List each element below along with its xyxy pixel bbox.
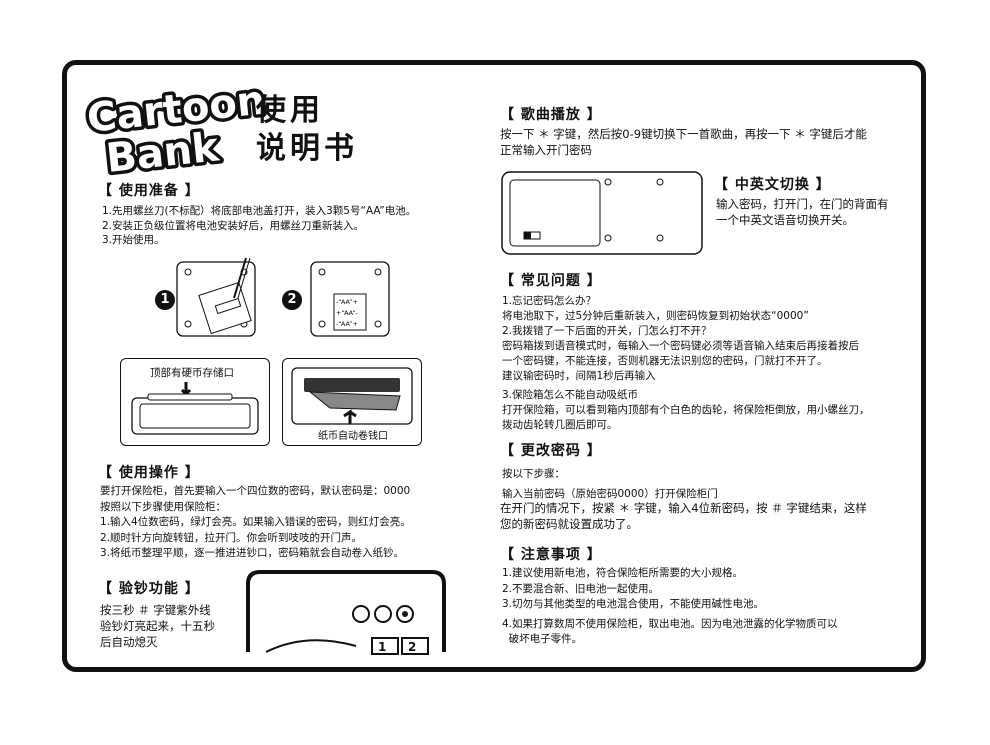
notice-line: 破坏电子零件。 [502,633,583,645]
verify-text: 按三秒 ＃ 字键紫外线 验钞灯亮起来，十五秒 后自动熄灭 [100,602,215,650]
coin-storage-illustration [131,382,259,435]
song-heading: 【 歌曲播放 】 [500,107,602,123]
change-line: 输入当前密码（原始密码0000）打开保险柜门 [502,488,718,500]
verify-line: 按三秒 ＃ 字键紫外线 [100,603,211,617]
notice-line: 4.如果打算数周不使用保险柜，取出电池。因为电池泄露的化学物质可以 [502,617,838,630]
song-line: 正常输入开门密码 [500,143,592,157]
faq-line: 1.忘记密码怎么办？ [502,295,597,307]
verify-line: 后自动熄灭 [100,635,158,649]
faq-text: 1.忘记密码怎么办？ 将电池取下，过5分钟后重新装入，则密码恢复到初始状态“00… [502,294,859,384]
battery-cover-illustration [176,257,256,337]
step-one-badge: 1 [155,290,175,310]
notice-line: 2.不要混合新、旧电池一起使用。 [502,582,660,595]
operate-heading: 【 使用操作 】 [98,465,200,481]
battery-labels: -“AA”+ +“AA”- -“AA”+ [336,297,358,330]
operate-line: 1.输入4位数密码，绿灯会亮。如果输入错误的密码，则红灯会亮。 [100,516,411,528]
keypad-illustration [246,570,446,655]
battery-label: -“AA”+ [336,298,358,306]
faq-line: 密码箱拨到语音模式时，每输入一个密码键必须等语音输入结束后再接着按后 [502,340,859,352]
change-line: 您的新密码就设置成功了。 [500,517,638,531]
change-text: 按以下步骤： 输入当前密码（原始密码0000）打开保险柜门 [502,464,718,504]
change-line: 在开门的情况下，按紧 ＊ 字键，输入4位新密码，按 ＃ 字键结束，这样 [500,501,867,515]
faq-line: 3.保险箱怎么不能自动吸纸币 [502,389,639,401]
notice-line: 1.建议使用新电池，符合保险柜所需要的大小规格。 [502,567,744,579]
prep-heading: 【 使用准备 】 [98,183,200,199]
faq-line: 一个密码键，不能连接，否则机器无法识别您的密码，门就打不开了。 [502,355,828,367]
note-slot-label: 纸币自动卷钱口 [318,431,388,442]
page-border [62,60,926,672]
coin-storage-panel [120,358,270,446]
verify-heading: 【 验钞功能 】 [98,581,200,597]
prep-text: 1.先用螺丝刀(不标配）将底部电池盖打开，装入3颗5号“AA”电池。 2.安装正… [102,204,416,248]
notice-line: 3.切勿与其他类型的电池混合使用，不能使用碱性电池。 [502,598,765,610]
note-slot-panel [282,358,422,446]
prep-line: 2.安装正负级位置将电池安装好后，用螺丝刀重新装入。 [102,219,365,232]
faq-line: 2.我拨错了一下后面的开关，门怎么打不开？ [502,325,712,337]
change-text-2: 在开门的情况下，按紧 ＊ 字键，输入4位新密码，按 ＃ 字键结束，这样 您的新密… [500,500,867,532]
operate-text: 要打开保险柜，首先要输入一个四位数的密码，默认密码是：0000 按照以下步骤使用… [100,484,411,562]
keypad-key-2: 2 [408,640,417,654]
notice-heading: 【 注意事项 】 [500,547,602,563]
verify-line: 验钞灯亮起来，十五秒 [100,619,215,633]
prep-line: 1.先用螺丝刀(不标配）将底部电池盖打开，装入3颗5号“AA”电池。 [102,205,417,217]
song-text: 按一下 ＊ 字键，然后按0-9键切换下一首歌曲，再按一下 ＊ 字键后才能 正常输… [500,126,867,158]
notice-text: 1.建议使用新电池，符合保险柜所需要的大小规格。 2.不要混合新、旧电池一起使用… [502,566,838,648]
operate-line: 2.顺时针方向旋转钮，拉开门。你会听到吱吱的开门声。 [100,531,363,544]
change-heading: 【 更改密码 】 [500,443,602,459]
faq-line: 拨动齿轮转几圈后即可。 [502,419,618,431]
faq-line: 将电池取下，过5分钟后重新装入，则密码恢复到初始状态“0000” [502,310,809,322]
faq-heading: 【 常见问题 】 [500,273,602,289]
title-line2: 说明书 [256,131,358,166]
doc-title: 使用 说明书 [256,92,358,168]
song-line: 按一下 ＊ 字键，然后按0-9键切换下一首歌曲，再按一下 ＊ 字键后才能 [500,127,867,141]
battery-compartment-illustration [310,261,390,337]
operate-line: 按照以下步骤使用保险柜： [100,500,226,513]
step-two-badge: 2 [282,290,302,310]
faq-text-2: 3.保险箱怎么不能自动吸纸币 打开保险箱，可以看到箱内顶部有个白色的齿轮，将保险… [502,388,870,433]
cartoon-bank-logo: Cartoon Bank [81,74,270,185]
lang-line: 一个中英文语音切换开关。 [716,213,854,227]
note-slot-illustration [291,367,413,425]
faq-line: 建议输密码时，间隔1秒后再输入 [502,370,656,382]
keypad-key-1: 1 [378,640,387,654]
lang-text: 输入密码，打开门，在门的背面有 一个中英文语音切换开关。 [716,196,889,228]
change-line: 按以下步骤： [502,468,565,480]
operate-line: 要打开保险柜，首先要输入一个四位数的密码，默认密码是：0000 [100,485,411,497]
battery-label: +“AA”- [336,309,358,317]
operate-line: 3.将纸币整理平顺，逐一推进进钞口，密码箱就会自动卷入纸钞。 [100,547,405,559]
title-line1: 使用 [256,93,324,128]
coin-storage-label: 顶部有硬币存储口 [150,367,234,379]
lang-line: 输入密码，打开门，在门的背面有 [716,197,889,211]
faq-line: 打开保险箱，可以看到箱内顶部有个白色的齿轮，将保险柜倒放，用小螺丝刀， [502,404,870,416]
door-switch-illustration [501,171,703,255]
lang-heading: 【 中英文切换 】 [714,177,831,193]
battery-label: -“AA”+ [336,320,358,328]
prep-line: 3.开始使用。 [102,234,165,246]
